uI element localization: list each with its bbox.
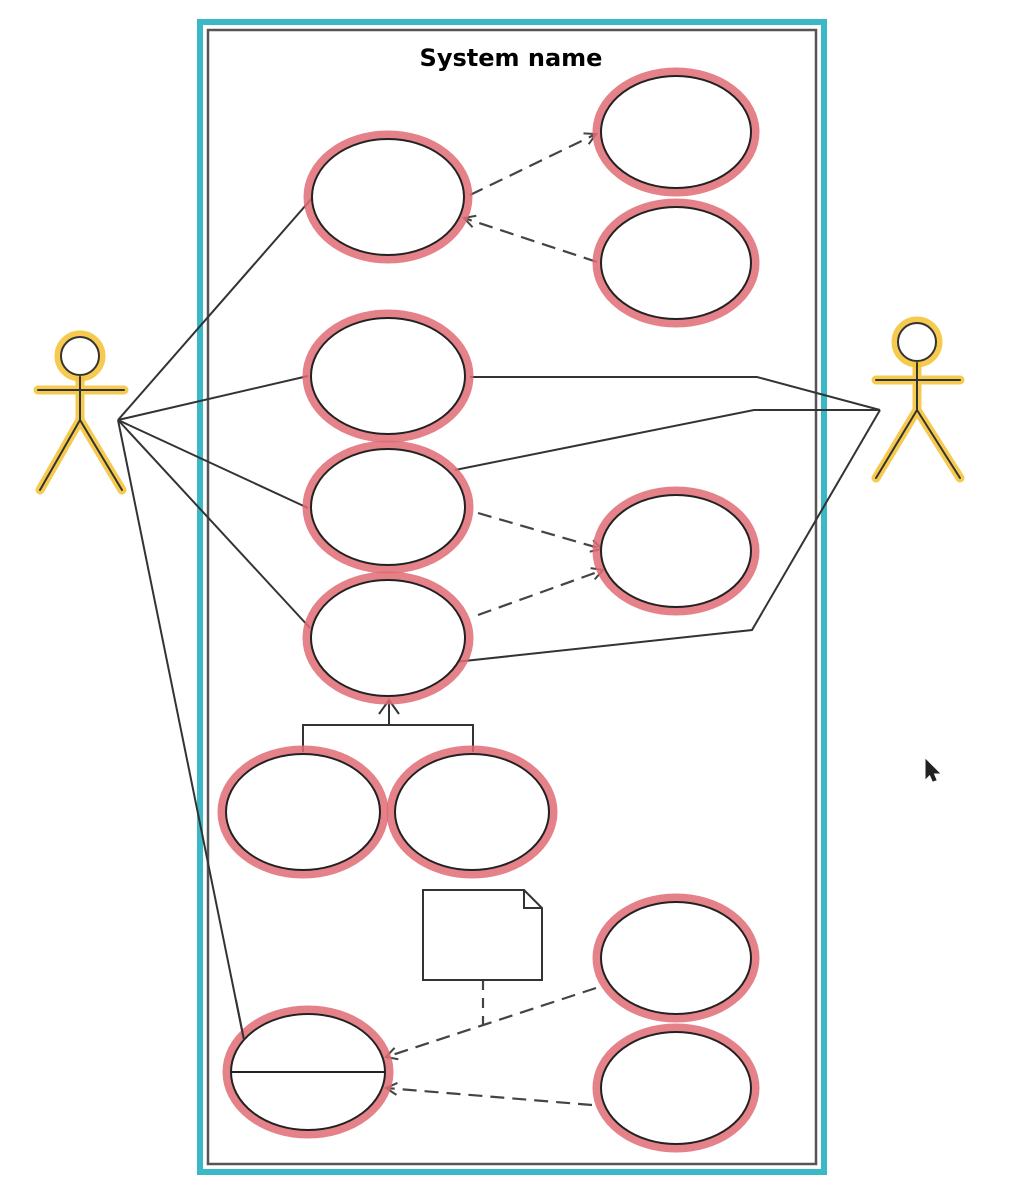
dependency-uc1-to-ucA (469, 134, 596, 196)
use-case-included-c[interactable] (592, 486, 760, 616)
use-case-4[interactable] (302, 571, 474, 705)
dependency-uc4-to-ucC (477, 570, 603, 617)
use-case-extension-b[interactable] (592, 198, 760, 328)
note-icon[interactable] (422, 889, 543, 981)
association-left-uc1 (117, 196, 314, 421)
association-left-uc3 (117, 419, 309, 509)
system-boundary[interactable] (197, 19, 827, 1175)
use-case-2[interactable] (302, 309, 474, 443)
association-right-uc2 (470, 376, 881, 411)
use-case-3[interactable] (302, 440, 474, 574)
association-left-uc-split-tip (235, 999, 245, 1041)
use-case-with-extension-points[interactable] (222, 1005, 394, 1139)
mouse-pointer-icon (925, 758, 941, 782)
dependency-ucE-to-split (386, 1088, 593, 1107)
association-right-uc4 (454, 409, 881, 663)
association-left-uc2 (117, 375, 309, 421)
use-case-extension-e[interactable] (592, 1023, 760, 1153)
dependency-ucB-to-uc1 (464, 218, 598, 264)
association-right-uc3 (454, 409, 880, 471)
actor-right-stick-figure-icon[interactable] (871, 316, 965, 483)
use-case-extension-d[interactable] (592, 893, 760, 1023)
generalization-connector (302, 700, 474, 752)
use-case-1[interactable] (303, 130, 473, 264)
association-left-uc-split (117, 419, 245, 1041)
dependency-uc3-to-ucC (477, 511, 602, 549)
dependency-lines (386, 134, 603, 1107)
dependency-ucD-to-split (386, 986, 597, 1057)
actor-left-stick-figure-icon[interactable] (33, 330, 129, 495)
association-left-uc4 (117, 419, 311, 629)
system-name-label: System name (420, 44, 603, 72)
use-case-child-left[interactable] (217, 745, 389, 879)
use-case-child-right[interactable] (386, 745, 558, 879)
use-case-extension-a[interactable] (592, 67, 760, 197)
